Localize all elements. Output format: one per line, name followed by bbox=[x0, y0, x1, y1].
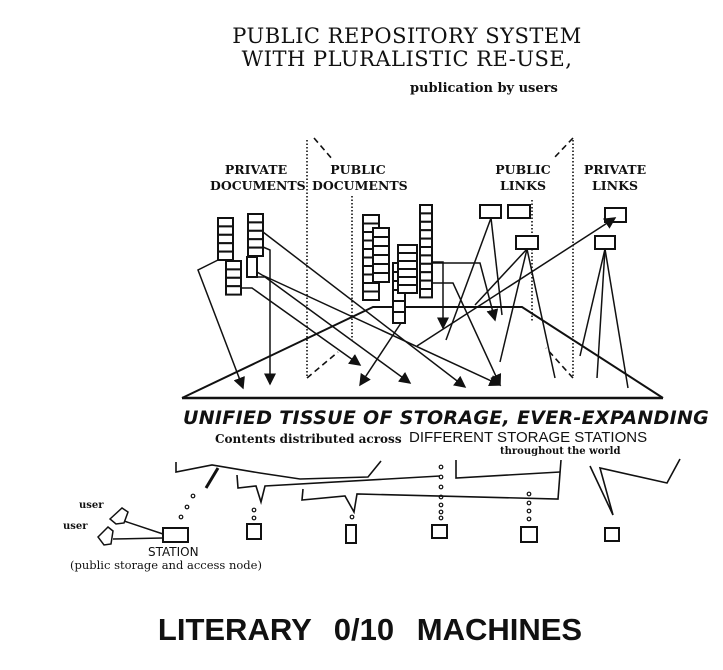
station-box bbox=[604, 527, 620, 542]
region-dividers bbox=[306, 137, 574, 379]
public-doc-stack bbox=[419, 204, 433, 299]
storage-trapezoid bbox=[181, 306, 664, 400]
label-private-links: PRIVATE LINKS bbox=[579, 162, 651, 194]
label-line: DOCUMENTS bbox=[312, 178, 408, 193]
storage-heading: UNIFIED TISSUE OF STORAGE, EVER-EXPANDIN… bbox=[183, 407, 710, 429]
label-line: LINKS bbox=[592, 178, 638, 193]
document-stacks bbox=[217, 204, 433, 324]
station-box bbox=[520, 526, 538, 543]
private-doc-stack bbox=[217, 217, 234, 262]
network-brackets bbox=[175, 458, 681, 516]
public-doc-stack bbox=[397, 244, 418, 294]
storage-sub-b: DIFFERENT STORAGE STATIONS bbox=[409, 429, 648, 446]
station-box bbox=[345, 524, 357, 544]
private-link-box bbox=[604, 207, 627, 223]
station-description: (public storage and access node) bbox=[70, 558, 262, 572]
public-link-box bbox=[507, 204, 531, 219]
label-line: PUBLIC bbox=[330, 162, 386, 177]
link-lines bbox=[445, 217, 629, 389]
public-link-box bbox=[479, 204, 502, 219]
public-doc-stack bbox=[362, 214, 380, 301]
label-line: PRIVATE bbox=[224, 162, 288, 177]
label-line: LINKS bbox=[500, 178, 546, 193]
link-arrows bbox=[197, 217, 617, 390]
user-label-2: user bbox=[63, 521, 88, 532]
label-line: DOCUMENTS bbox=[210, 178, 306, 193]
title-line-2: WITH PLURALISTIC RE-USE, bbox=[241, 47, 573, 71]
label-public-links: PUBLIC LINKS bbox=[490, 162, 556, 194]
connection-dots bbox=[178, 464, 532, 522]
title-line-3: publication by users bbox=[410, 81, 558, 96]
user-terminals bbox=[97, 507, 164, 546]
user-terminal-icon bbox=[97, 525, 114, 546]
user-label-1: user bbox=[79, 500, 104, 511]
label-private-documents: PRIVATE DOCUMENTS bbox=[210, 162, 306, 194]
storage-stations bbox=[162, 523, 620, 544]
label-line: PRIVATE bbox=[583, 162, 647, 177]
station-box bbox=[246, 523, 262, 540]
private-doc-stack bbox=[225, 260, 242, 296]
station-box-main bbox=[162, 527, 189, 543]
public-doc-stack bbox=[372, 227, 390, 283]
link-boxes bbox=[479, 204, 627, 250]
user-terminal-icon bbox=[108, 507, 129, 525]
station-label: STATION bbox=[148, 545, 199, 559]
station-box bbox=[431, 524, 448, 539]
public-link-box bbox=[515, 235, 539, 250]
storage-sub-a: Contents distributed across bbox=[215, 432, 402, 446]
private-link-box bbox=[594, 235, 616, 250]
private-doc-stack bbox=[246, 213, 264, 278]
label-public-documents: PUBLIC DOCUMENTS bbox=[312, 162, 408, 194]
label-line: PUBLIC bbox=[495, 162, 551, 177]
storage-sub-c: throughout the world bbox=[500, 446, 621, 457]
footer-title: LITERARY 0/10 MACHINES bbox=[157, 612, 583, 647]
title-line-1: PUBLIC REPOSITORY SYSTEM bbox=[232, 24, 582, 48]
